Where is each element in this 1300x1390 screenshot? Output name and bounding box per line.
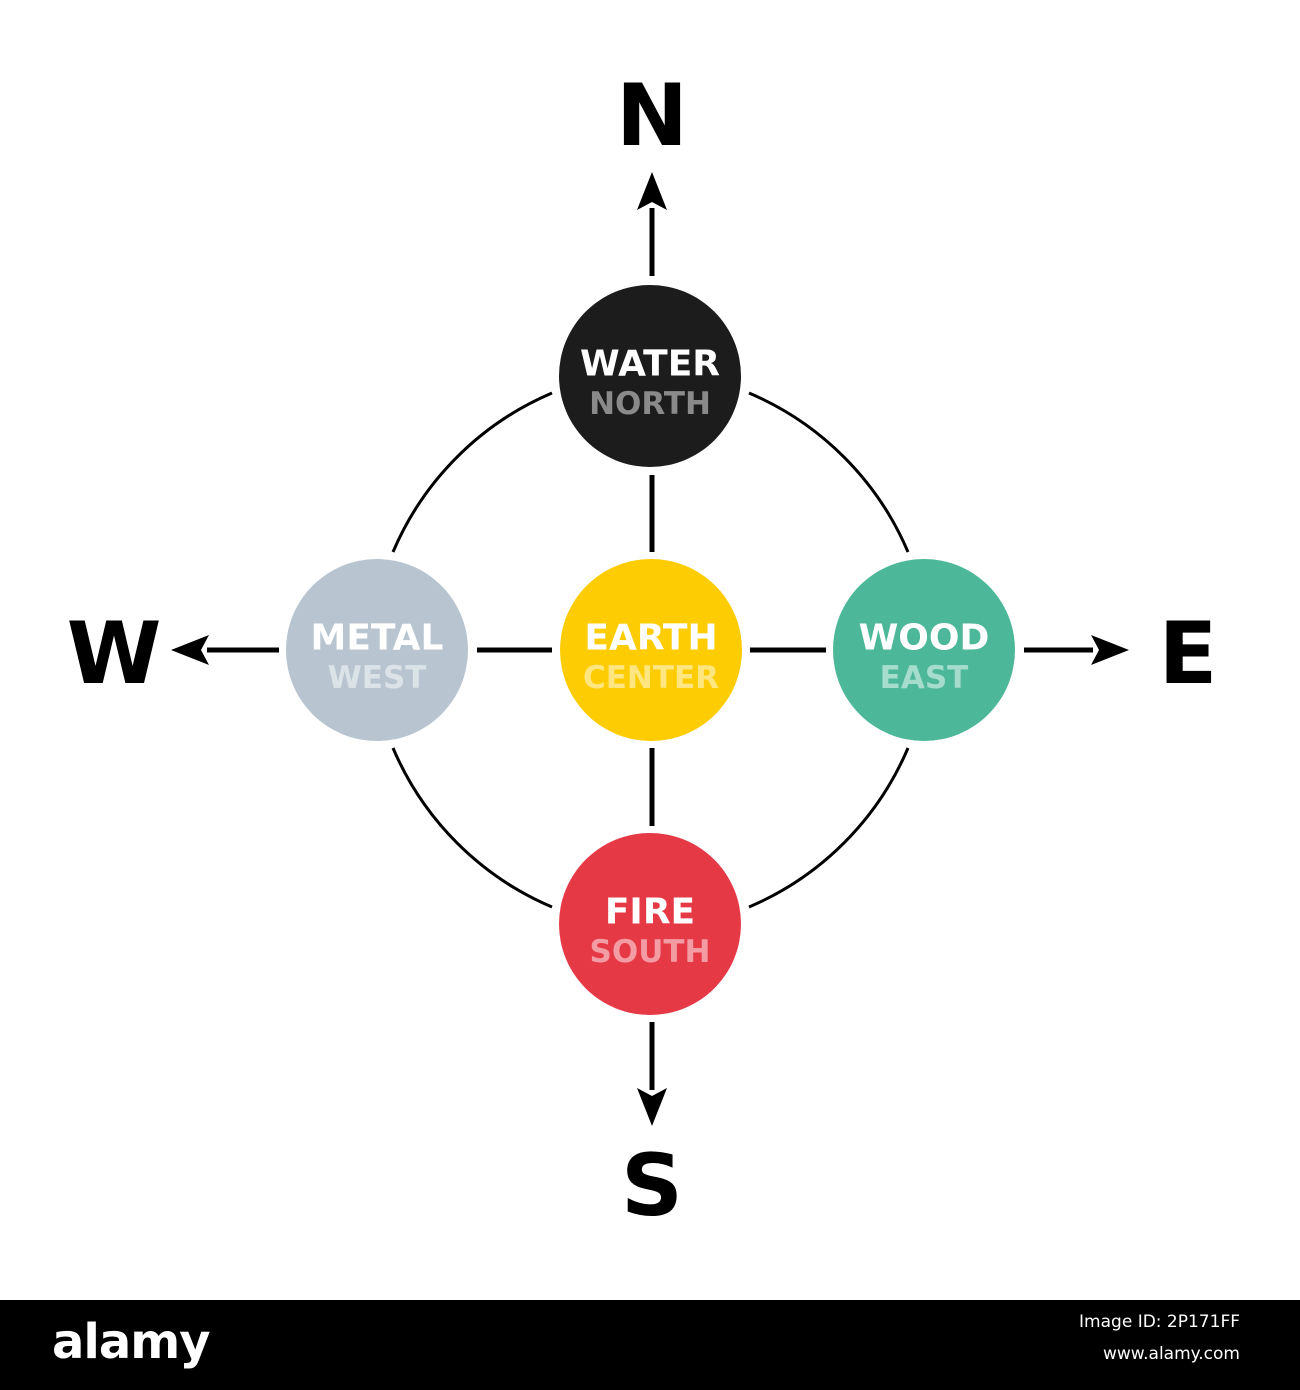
element-metal: METAL WEST xyxy=(286,559,468,741)
ring-arc-east-south xyxy=(748,747,910,909)
watermark-footer: alamy Image ID: 2P171FF www.alamy.com xyxy=(0,1300,1300,1390)
metal-direction: WEST xyxy=(328,660,427,696)
fire-circle xyxy=(559,833,741,1015)
arrow-east-head xyxy=(1091,635,1129,665)
footer-brand-logo: alamy xyxy=(52,1314,211,1370)
compass-north-label: N xyxy=(616,66,688,166)
compass-west-label: W xyxy=(67,604,162,704)
metal-circle xyxy=(286,559,468,741)
center-connectors xyxy=(477,475,826,826)
element-fire: FIRE SOUTH xyxy=(559,833,741,1015)
arrow-north-head xyxy=(637,172,667,210)
element-cycle-ring xyxy=(391,391,910,909)
compass-east-label: E xyxy=(1159,604,1218,704)
wood-name: WOOD xyxy=(859,618,990,659)
arrow-west-head xyxy=(171,635,209,665)
footer-url: www.alamy.com xyxy=(1102,1344,1240,1364)
ring-arc-south-west xyxy=(391,747,553,909)
water-name: WATER xyxy=(580,344,720,385)
earth-circle xyxy=(560,559,742,741)
fire-name: FIRE xyxy=(605,892,695,933)
arrow-south-head xyxy=(637,1088,667,1126)
ring-arc-west-north xyxy=(391,391,553,553)
compass-arrows xyxy=(171,172,1129,1126)
earth-name: EARTH xyxy=(584,618,717,659)
compass-south-label: S xyxy=(621,1136,683,1236)
fire-direction: SOUTH xyxy=(590,934,711,970)
five-elements-compass-diagram: N S W E WATER NORTH EARTH CENTER WOOD EA… xyxy=(67,66,1218,1236)
earth-direction: CENTER xyxy=(583,660,719,696)
footer-image-id: Image ID: 2P171FF xyxy=(1079,1312,1240,1332)
metal-name: METAL xyxy=(311,618,444,659)
wood-circle xyxy=(833,559,1015,741)
element-wood: WOOD EAST xyxy=(833,559,1015,741)
element-earth: EARTH CENTER xyxy=(560,559,742,741)
element-water: WATER NORTH xyxy=(559,285,741,467)
water-direction: NORTH xyxy=(589,386,711,422)
water-circle xyxy=(559,285,741,467)
wood-direction: EAST xyxy=(880,660,969,696)
ring-arc-north-east xyxy=(748,391,910,553)
